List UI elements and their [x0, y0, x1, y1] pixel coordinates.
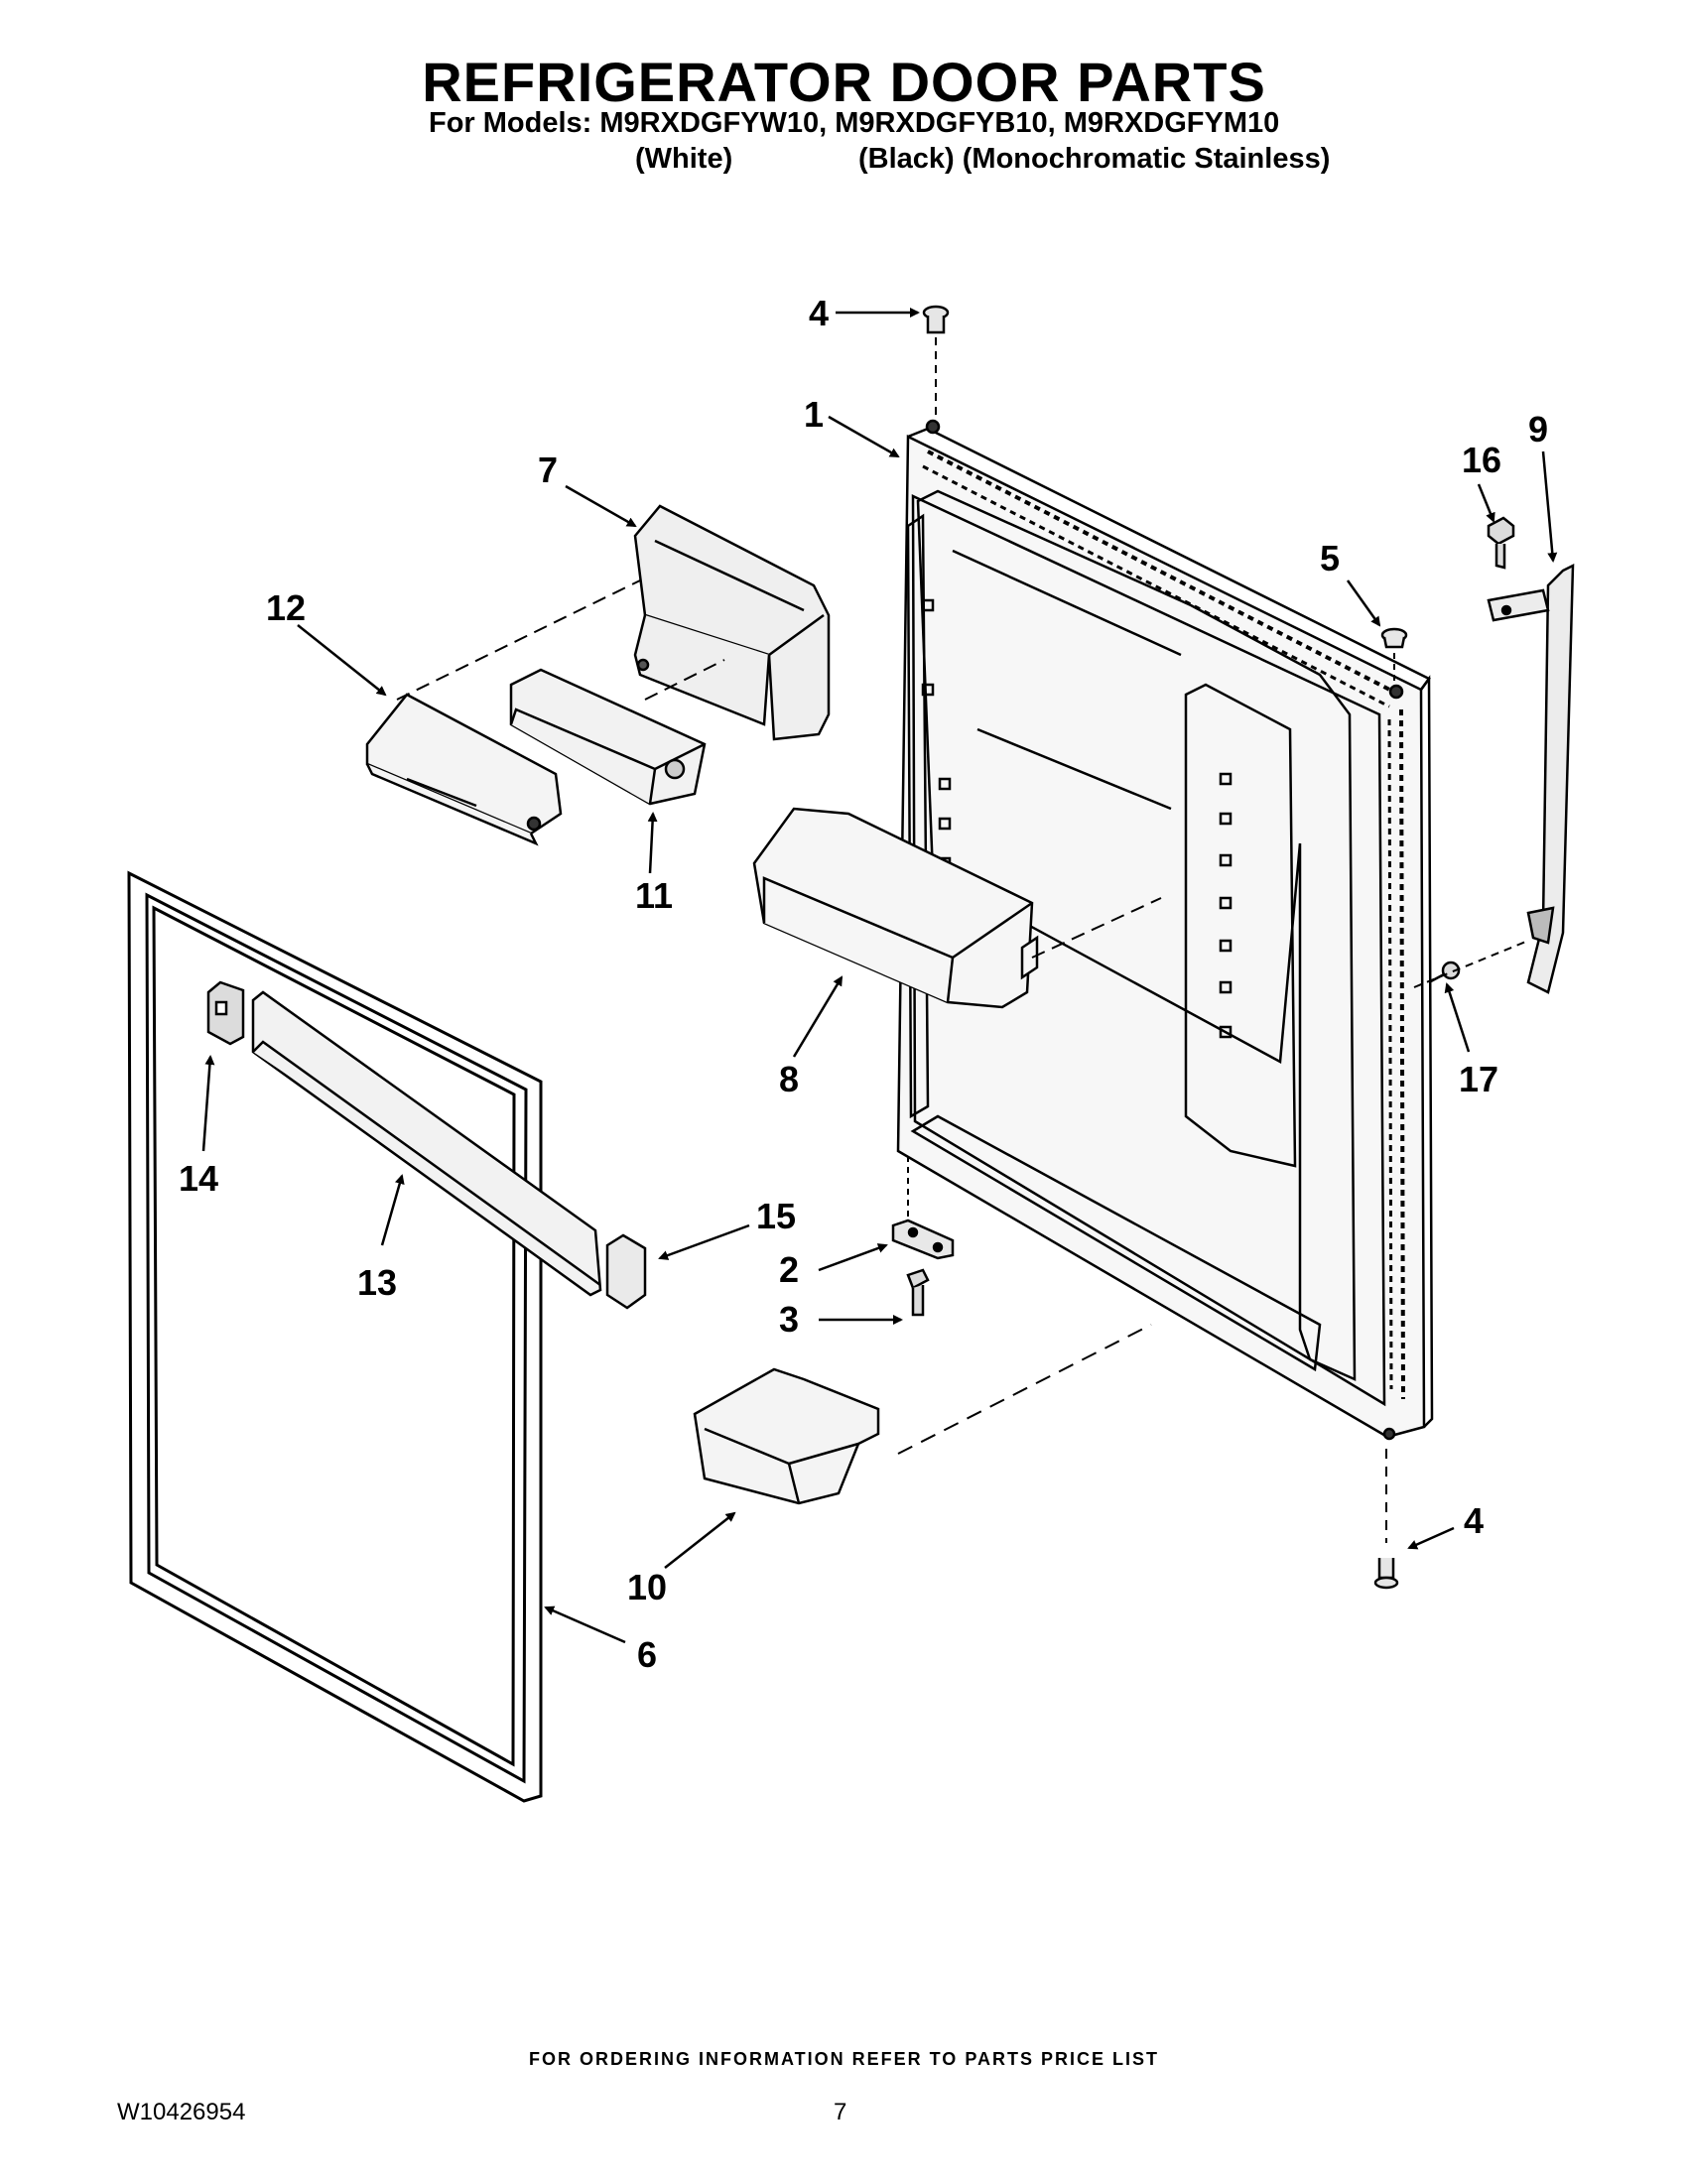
hinge-pin-top [922, 305, 950, 334]
upper-bin-housing [633, 504, 831, 741]
hinge-cap [1380, 627, 1408, 649]
callout-15: 15 [756, 1196, 796, 1236]
callout-13: 13 [357, 1262, 397, 1303]
door-gasket [127, 870, 543, 1803]
callout-arrows [201, 308, 1558, 1644]
hinge-pin-bottom [1373, 1558, 1399, 1590]
trim-end-cap-left [206, 980, 245, 1046]
callout-4-top: 4 [809, 293, 829, 333]
callout-2: 2 [779, 1249, 799, 1290]
callout-17: 17 [1459, 1059, 1498, 1099]
callout-11: 11 [635, 875, 673, 916]
callout-5: 5 [1320, 538, 1340, 578]
callout-14: 14 [179, 1158, 218, 1199]
variant-black-stainless: (Black) (Monochromatic Stainless) [858, 143, 1331, 175]
callout-9: 9 [1528, 409, 1548, 450]
leader-dashed [396, 579, 641, 701]
page-number: 7 [834, 2099, 847, 2125]
models-line: For Models: M9RXDGFYW10, M9RXDGFYB10, M9… [429, 107, 1280, 139]
door-bin-small [693, 1367, 880, 1505]
document-id: W10426954 [117, 2099, 246, 2125]
leader-dashed [1031, 897, 1162, 959]
callout-3: 3 [779, 1299, 799, 1340]
leader-dashed [1413, 940, 1529, 988]
shelf-trim-bar [251, 990, 602, 1297]
page-title: REFRIGERATOR DOOR PARTS [422, 51, 1266, 113]
handle-screw [1487, 516, 1515, 570]
trim-end-cap-right [605, 1233, 647, 1310]
door-handle [1487, 563, 1575, 994]
callout-6: 6 [637, 1634, 657, 1675]
leader-dashed [644, 659, 725, 701]
callout-10: 10 [627, 1567, 667, 1607]
callout-16: 16 [1462, 440, 1501, 480]
hinge-screw [906, 1268, 930, 1317]
lower-hinge [891, 1219, 955, 1260]
callout-4-bottom: 4 [1464, 1500, 1484, 1541]
callout-12: 12 [266, 587, 306, 628]
leader-dashed [897, 1324, 1152, 1455]
callout-7: 7 [538, 450, 558, 490]
callout-1: 1 [804, 394, 824, 435]
callout-8: 8 [779, 1059, 799, 1099]
door-bin-large [752, 807, 1039, 1009]
dairy-bin-insert [509, 668, 707, 806]
ordering-note: FOR ORDERING INFORMATION REFER TO PARTS … [528, 2049, 1159, 2069]
variant-white: (White) [635, 143, 733, 175]
